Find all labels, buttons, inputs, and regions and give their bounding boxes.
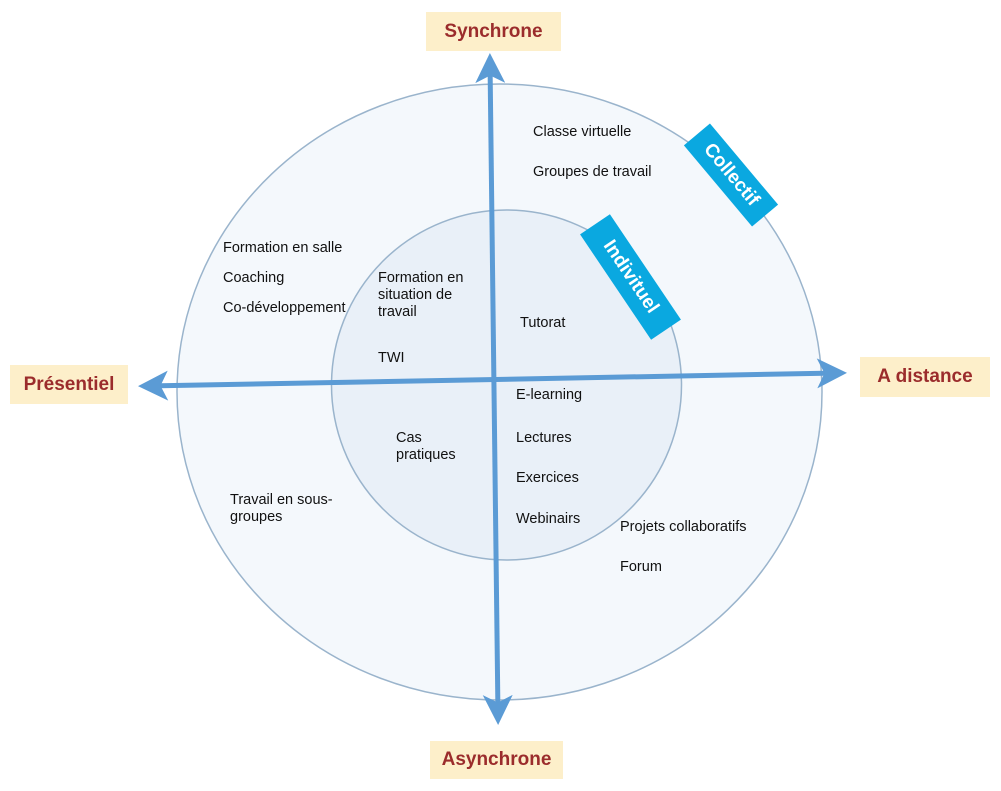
item-formation-situation-travail: Formation en situation de travail (378, 270, 464, 320)
item-twi: TWI (378, 350, 405, 366)
item-projets-collaboratifs: Projets collaboratifs (620, 519, 747, 535)
item-coaching: Coaching (223, 270, 285, 286)
item-groupes-de-travail: Groupes de travail (533, 164, 652, 180)
item-cas-pratiques: Cas pratiques (396, 430, 456, 463)
item-formation-en-salle: Formation en salle (223, 240, 343, 256)
item-exercices: Exercices (516, 470, 579, 486)
pole-presentiel: Présentiel (10, 365, 128, 404)
pole-synchrone: Synchrone (426, 12, 561, 51)
item-co-developpement: Co-développement (223, 300, 346, 316)
item-webinairs: Webinairs (516, 511, 581, 527)
item-travail-sous-groupes: Travail en sous- groupes (230, 492, 333, 525)
item-tutorat: Tutorat (520, 315, 566, 331)
item-e-learning: E-learning (516, 387, 583, 403)
item-lectures: Lectures (516, 430, 572, 446)
axis-synchrone-asynchrone (475, 53, 513, 725)
item-classe-virtuelle: Classe virtuelle (533, 124, 632, 140)
item-forum: Forum (620, 559, 662, 575)
pole-asynchrone: Asynchrone (430, 741, 563, 779)
pole-a-distance: A distance (860, 357, 990, 397)
